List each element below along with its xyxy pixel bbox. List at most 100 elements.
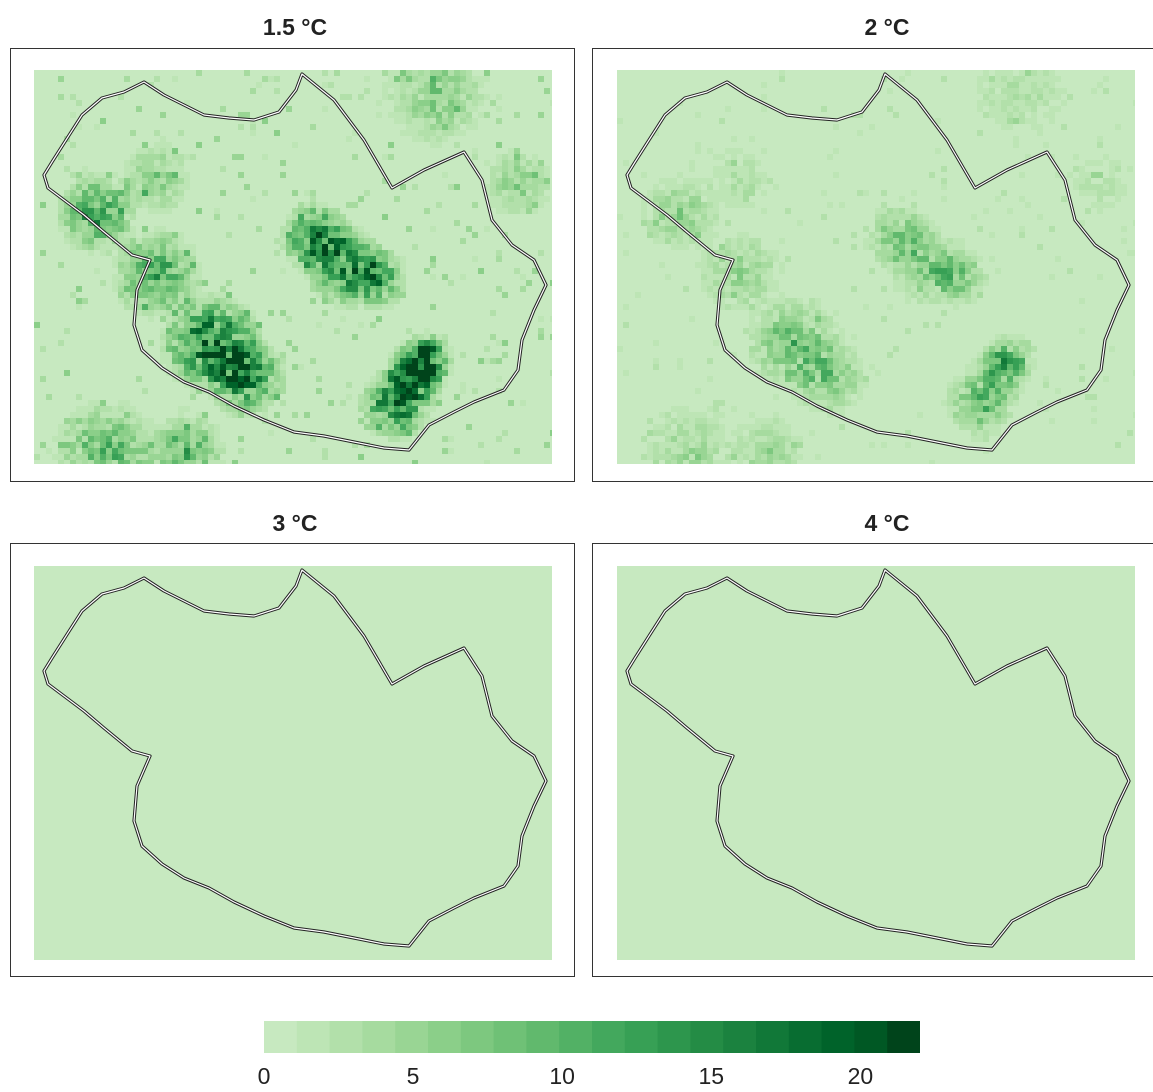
raster-cell	[755, 304, 761, 310]
raster-cell	[893, 280, 899, 286]
raster-cell	[400, 358, 406, 364]
raster-cell	[701, 238, 707, 244]
raster-cell	[76, 232, 82, 238]
raster-cell	[436, 82, 442, 88]
raster-cell	[1067, 172, 1073, 178]
raster-cell	[1019, 232, 1025, 238]
raster-cell	[550, 280, 552, 286]
raster-cell	[376, 382, 382, 388]
raster-cell	[178, 304, 184, 310]
raster-cell	[719, 298, 725, 304]
raster-cell	[112, 214, 118, 220]
raster-cell	[220, 448, 226, 454]
raster-cell	[64, 166, 70, 172]
raster-cell	[773, 436, 779, 442]
raster-cell	[70, 220, 76, 226]
raster-cell	[983, 388, 989, 394]
raster-cell	[166, 262, 172, 268]
raster-cell	[442, 88, 448, 94]
raster-cell	[713, 196, 719, 202]
raster-cell	[442, 76, 448, 82]
raster-cell	[394, 298, 400, 304]
raster-cell	[989, 394, 995, 400]
raster-cell	[887, 352, 893, 358]
raster-cell	[136, 460, 142, 464]
raster-cell	[755, 358, 761, 364]
raster-cell	[989, 352, 995, 358]
raster-cell	[953, 376, 959, 382]
raster-cell	[755, 268, 761, 274]
raster-cell	[641, 220, 647, 226]
raster-cell	[160, 142, 166, 148]
raster-cell	[737, 178, 743, 184]
raster-cell	[1079, 184, 1085, 190]
raster-cell	[827, 400, 833, 406]
raster-cell	[749, 454, 755, 460]
raster-cell	[184, 382, 190, 388]
raster-cell	[130, 430, 136, 436]
raster-cell	[226, 304, 232, 310]
raster-cell	[544, 172, 550, 178]
raster-cell	[154, 304, 160, 310]
raster-cell	[154, 424, 160, 430]
raster-cell	[442, 100, 448, 106]
raster-cell	[172, 322, 178, 328]
raster-cell	[238, 394, 244, 400]
raster-cell	[148, 292, 154, 298]
raster-cell	[911, 286, 917, 292]
raster-cell	[274, 358, 280, 364]
raster-cell	[190, 334, 196, 340]
raster-cell	[779, 418, 785, 424]
raster-cell	[196, 298, 202, 304]
raster-cell	[448, 358, 454, 364]
raster-cell	[989, 382, 995, 388]
raster-cell	[929, 262, 935, 268]
raster-cell	[100, 226, 106, 232]
raster-cell	[1007, 370, 1013, 376]
raster-cell	[797, 454, 803, 460]
raster-cell	[803, 346, 809, 352]
raster-cell	[496, 154, 502, 160]
raster-cell	[1025, 154, 1031, 160]
raster-cell	[418, 118, 424, 124]
raster-cell	[388, 292, 394, 298]
raster-cell	[1079, 376, 1085, 382]
raster-cell	[274, 412, 280, 418]
raster-cell	[394, 430, 400, 436]
raster-cell	[190, 244, 196, 250]
raster-cell	[833, 406, 839, 412]
raster-cell	[965, 400, 971, 406]
raster-cell	[785, 304, 791, 310]
raster-cell	[376, 256, 382, 262]
raster-cell	[460, 352, 466, 358]
raster-cell	[136, 376, 142, 382]
raster-cell	[689, 202, 695, 208]
raster-cell	[508, 160, 514, 166]
raster-cell	[274, 382, 280, 388]
raster-cell	[803, 400, 809, 406]
raster-cell	[166, 166, 172, 172]
raster-cell	[418, 370, 424, 376]
raster-cell	[959, 406, 965, 412]
raster-cell	[893, 238, 899, 244]
raster-cell	[64, 328, 70, 334]
raster-cell	[1001, 358, 1007, 364]
raster-cell	[941, 166, 947, 172]
raster-cell	[923, 262, 929, 268]
raster-cell	[220, 364, 226, 370]
raster-cell	[88, 208, 94, 214]
raster-cell	[148, 430, 154, 436]
raster-cell	[118, 406, 124, 412]
raster-cell	[70, 244, 76, 250]
raster-cell	[815, 328, 821, 334]
raster-cell	[821, 316, 827, 322]
raster-cell	[911, 268, 917, 274]
colorbar-swatch	[395, 1021, 429, 1053]
raster-cell	[88, 424, 94, 430]
raster-cell	[677, 430, 683, 436]
raster-cell	[418, 340, 424, 346]
raster-cell	[767, 370, 773, 376]
raster-cell	[538, 112, 544, 118]
raster-cell	[154, 256, 160, 262]
raster-cell	[52, 454, 58, 460]
